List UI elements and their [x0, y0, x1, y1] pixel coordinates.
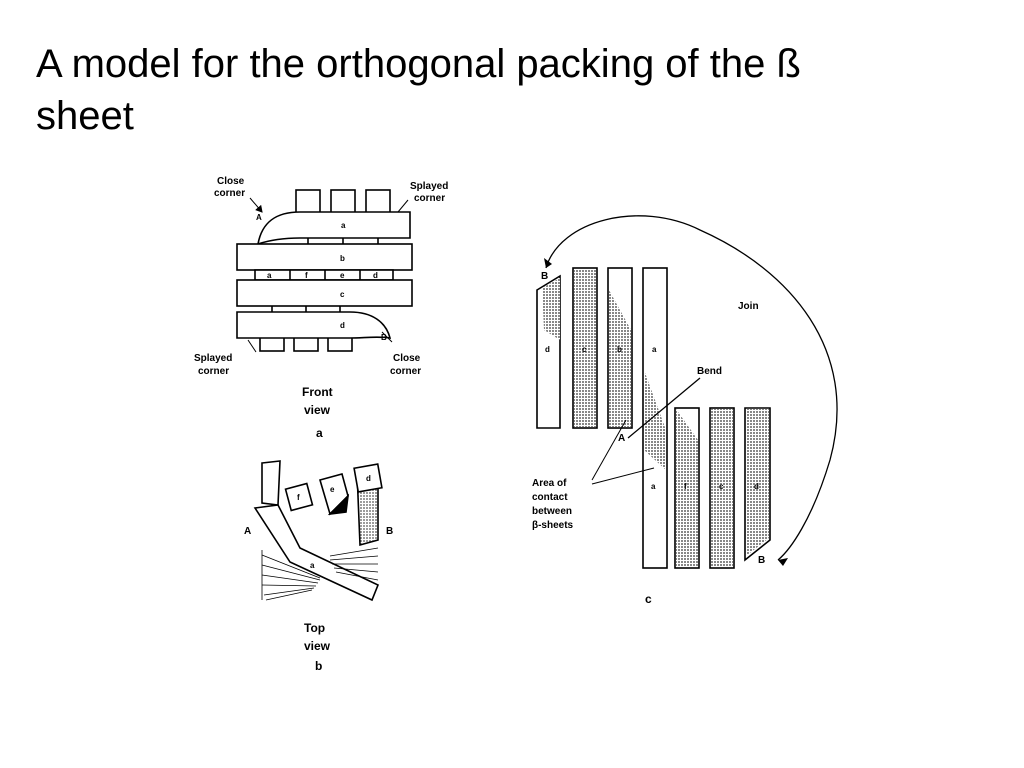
join-arrow-bottom — [778, 558, 788, 566]
top-strand-a — [253, 504, 380, 602]
top-strand-a-label: a — [310, 561, 315, 570]
top-strand-f-label: f — [297, 493, 300, 502]
panel-c-join: Join — [738, 301, 759, 312]
top-stub-2 — [330, 189, 356, 215]
label-front: Front — [302, 385, 333, 399]
front-strand-d-label: d — [340, 321, 345, 330]
lower-strand-label-c: c — [719, 482, 724, 491]
label-point-b-bottom: B — [381, 333, 387, 342]
top-strand-e-shadow — [327, 493, 350, 516]
label-panel-a-letter: a — [316, 426, 323, 440]
row-label-1: a — [267, 271, 272, 280]
join-arrow-top — [544, 258, 552, 268]
bend-pointer — [627, 377, 701, 439]
panel-c-bend: Bend — [697, 366, 722, 377]
row-label-4: d — [373, 271, 378, 280]
label-close-corner-top-1: Close — [217, 176, 245, 187]
front-strand-b-label: b — [340, 254, 345, 263]
panel-b-top-view — [253, 460, 383, 602]
front-strand-b — [236, 243, 413, 271]
row-label-3: e — [340, 271, 345, 280]
lower-strand-c-shade — [711, 409, 733, 567]
lower-strand-f-shade — [676, 409, 698, 567]
panel-a-front-view — [236, 189, 413, 353]
front-strand-a-label: a — [341, 221, 346, 230]
front-strand-a — [256, 211, 411, 246]
top-strand-e-label: e — [330, 485, 335, 494]
central-strand-a-shade — [644, 370, 666, 470]
panel-c-point-a: A — [618, 433, 625, 444]
lower-strand-label-a: a — [651, 482, 656, 491]
top-stub-1 — [295, 189, 321, 215]
top-fan-left — [261, 550, 321, 601]
label-front-view: view — [304, 403, 331, 417]
lower-strand-d-shade — [746, 409, 769, 556]
area-line-2: contact — [532, 492, 568, 503]
label-splayed-corner-top-1: Splayed — [410, 181, 448, 192]
slide-title: A model for the orthogonal packing of th… — [36, 38, 996, 142]
top-strand-d-label: d — [366, 474, 371, 483]
upper-strand-d-shade — [542, 278, 560, 340]
join-arc — [545, 215, 838, 561]
label-splayed-corner-bottom-2: corner — [198, 366, 229, 377]
area-line-3: between — [532, 506, 572, 517]
upper-strand-label-c: c — [582, 345, 587, 354]
top-strand-d — [353, 463, 383, 493]
front-strand-c-label: c — [340, 290, 345, 299]
panel-c — [536, 215, 838, 569]
upper-strand-c-shade — [574, 269, 596, 427]
label-close-corner-bottom-1: Close — [393, 353, 421, 364]
upper-strand-b-shade — [609, 290, 631, 427]
top-strand-f — [284, 482, 314, 512]
upper-strand-label-b: b — [617, 345, 622, 354]
label-panel-c-letter: c — [645, 592, 652, 606]
upper-strand-label-d: d — [545, 345, 550, 354]
panel-b-labels: A B f e d a Top view b — [244, 474, 393, 673]
area-line-4: β-sheets — [532, 520, 574, 531]
lower-strand-label-f: f — [684, 482, 687, 491]
label-close-corner-bottom-2: corner — [390, 366, 421, 377]
panel-c-b-top: B — [541, 271, 548, 282]
front-strand-d — [236, 311, 392, 339]
top-stub-3 — [365, 189, 391, 215]
upper-strand-label-a: a — [652, 345, 657, 354]
title-line-1: A model for the orthogonal packing of th… — [36, 42, 801, 86]
panel-c-labels: B Join Bend A B d c b a a f c d Area of … — [532, 271, 765, 606]
contact-pointer-2 — [591, 467, 655, 485]
label-point-a-top: A — [256, 213, 262, 222]
contact-pointer-1 — [591, 419, 627, 481]
top-left-sheet — [261, 460, 281, 506]
area-line-1: Area of — [532, 478, 567, 489]
top-fan-right — [329, 547, 379, 581]
row-label-2: f — [305, 271, 308, 280]
panel-c-b-bottom: B — [758, 555, 765, 566]
label-splayed-corner-bottom-1: Splayed — [194, 353, 232, 364]
label-close-corner-top-2: corner — [214, 188, 245, 199]
label-splayed-corner-top-2: corner — [414, 193, 445, 204]
label-panel-b-letter: b — [315, 659, 322, 673]
front-strand-c — [236, 279, 413, 307]
label-top-view: view — [304, 639, 331, 653]
top-label-a: A — [244, 526, 251, 537]
title-line-2: sheet — [36, 94, 134, 138]
top-label-b: B — [386, 526, 393, 537]
panel-a-labels: Close corner A Splayed corner a b a f e … — [194, 176, 448, 440]
label-top: Top — [304, 621, 325, 635]
lower-strand-label-d: d — [754, 482, 759, 491]
